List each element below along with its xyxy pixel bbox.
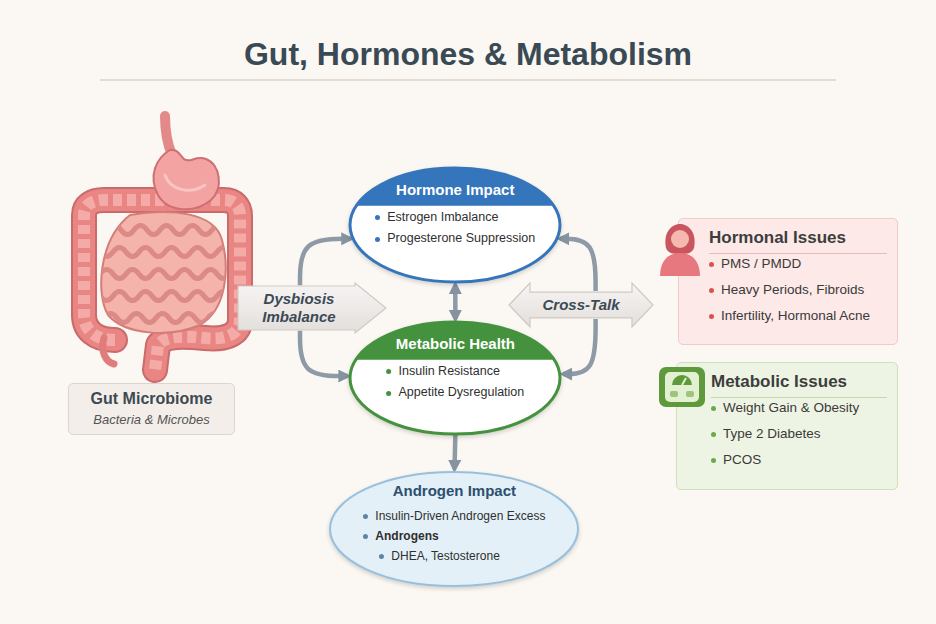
bullet-list: PMS / PMDD Heavy Periods, FibroidsInferti… bbox=[709, 256, 870, 325]
bullet-list: Weight Gain & ObesityType 2 DiabetesPCOS bbox=[711, 400, 859, 469]
node-heading: Metabolic Issues bbox=[711, 371, 887, 398]
text-block: Dysbiosis Imbalance bbox=[245, 290, 353, 326]
bullet-dot bbox=[375, 237, 380, 242]
hormone-ellipse: Hormone ImpactEstrogen ImbalanceProgeste… bbox=[348, 166, 562, 284]
stomach bbox=[154, 150, 219, 209]
bullet-text: DHEA, Testosterone bbox=[391, 549, 500, 564]
bullet-list: Estrogen ImbalanceProgesterone Suppressi… bbox=[375, 210, 535, 247]
bullet-dot bbox=[375, 215, 380, 220]
bullet-text: Estrogen Imbalance bbox=[387, 210, 498, 226]
bullet-dot bbox=[363, 514, 368, 519]
node-subtitle: Bacteria & Microbes bbox=[93, 412, 209, 428]
issues-box: Hormonal IssuesPMS / PMDD Heavy Periods, … bbox=[678, 218, 898, 345]
ellipse-fill bbox=[330, 472, 578, 586]
bullet-text: Androgens bbox=[375, 529, 438, 544]
title-rule bbox=[100, 79, 836, 81]
bullet-item: Infertility, Hormonal Acne bbox=[709, 308, 870, 325]
bullet-dot bbox=[709, 314, 714, 319]
bullet-dot bbox=[709, 262, 714, 267]
bullet-text: Insulin-Driven Androgen Excess bbox=[375, 509, 545, 524]
stomach-highlight bbox=[165, 175, 205, 190]
node-heading: Androgen Impact bbox=[393, 482, 516, 501]
bullet-item: Insulin-Driven Androgen Excess bbox=[363, 509, 545, 524]
ellipse-border bbox=[350, 168, 560, 282]
bullet-text: PCOS bbox=[723, 452, 761, 469]
text-block: Hormone ImpactEstrogen ImbalanceProgeste… bbox=[375, 181, 535, 247]
bullet-text: Insulin Resistance bbox=[399, 364, 500, 380]
bullet-item: Estrogen Imbalance bbox=[375, 210, 498, 226]
text-block: Androgen ImpactInsulin-Driven Androgen E… bbox=[363, 482, 545, 564]
bullet-text: Progesterone Suppression bbox=[387, 231, 535, 247]
bullet-dot bbox=[711, 458, 716, 463]
node-heading: Metabolic Health bbox=[396, 335, 515, 354]
bullet-list: Insulin ResistanceAppetite Dysregulation bbox=[387, 364, 525, 401]
issues-box: Metabolic IssuesWeight Gain & ObesityTyp… bbox=[676, 362, 898, 490]
bullet-item: Weight Gain & Obesity bbox=[711, 400, 859, 417]
bullet-item: Insulin Resistance bbox=[387, 364, 500, 380]
node-label: Dysbiosis Imbalance bbox=[245, 290, 353, 326]
bullet-item: PMS / PMDD bbox=[709, 256, 801, 273]
arrow-shape bbox=[238, 283, 386, 333]
connector-arrow bbox=[452, 435, 457, 469]
crosstalk-arrow: Cross-Talk bbox=[508, 282, 654, 328]
connector-arrow bbox=[453, 285, 458, 319]
scale-icon bbox=[658, 366, 706, 408]
ellipse-fill bbox=[350, 168, 560, 282]
metabolic-ellipse: Metabolic HealthInsulin ResistanceAppeti… bbox=[348, 320, 562, 436]
bullet-text: Heavy Periods, Fibroids bbox=[721, 282, 864, 299]
ellipse-border bbox=[350, 322, 560, 434]
bullet-dot bbox=[711, 406, 716, 411]
text-block: Gut MicrobiomeBacteria & Microbes bbox=[91, 389, 213, 428]
bullet-text: Weight Gain & Obesity bbox=[723, 400, 859, 417]
bullet-dot bbox=[363, 534, 368, 539]
colon-haustra bbox=[84, 200, 240, 370]
large-intestine bbox=[84, 200, 240, 370]
bullet-text: Infertility, Hormonal Acne bbox=[721, 308, 870, 325]
woman-icon bbox=[655, 221, 705, 277]
bullet-item: Progesterone Suppression bbox=[375, 231, 535, 247]
appendix bbox=[103, 338, 114, 364]
bullet-dot bbox=[711, 432, 716, 437]
node-heading: Gut Microbiome bbox=[91, 389, 213, 409]
text-block: Hormonal IssuesPMS / PMDD Heavy Periods, … bbox=[709, 227, 887, 325]
bullet-text: PMS / PMDD bbox=[721, 256, 801, 273]
bullet-item: PCOS bbox=[711, 452, 761, 469]
bullet-text: Type 2 Diabetes bbox=[723, 426, 821, 443]
bullet-item: Type 2 Diabetes bbox=[711, 426, 821, 443]
text-block: Metabolic IssuesWeight Gain & ObesityTyp… bbox=[711, 371, 887, 469]
ellipse-border bbox=[330, 472, 578, 586]
bullet-item: Androgens bbox=[363, 529, 438, 544]
bullet-dot bbox=[709, 288, 714, 293]
node-heading: Hormonal Issues bbox=[709, 227, 887, 254]
connector-arrow bbox=[300, 331, 347, 376]
bullet-item: Heavy Periods, Fibroids bbox=[709, 282, 864, 299]
connector-arrow bbox=[560, 239, 595, 291]
androgen-ellipse: Androgen ImpactInsulin-Driven Androgen E… bbox=[328, 470, 580, 588]
connector-arrow bbox=[563, 319, 595, 374]
bullet-dot bbox=[387, 391, 392, 396]
bullet-text: Appetite Dysregulation bbox=[399, 385, 525, 401]
bullet-dot bbox=[379, 554, 384, 559]
intestine-loops bbox=[100, 226, 230, 323]
bullet-dot bbox=[387, 369, 392, 374]
source-box: Gut MicrobiomeBacteria & Microbes bbox=[68, 383, 235, 435]
diagram-title: Gut, Hormones & Metabolism bbox=[0, 34, 936, 74]
text-block: Metabolic HealthInsulin ResistanceAppeti… bbox=[387, 335, 525, 401]
colon-outline bbox=[84, 200, 240, 370]
bullet-item: Appetite Dysregulation bbox=[387, 385, 525, 401]
connector-arrow bbox=[300, 239, 350, 285]
bullet-item: DHEA, Testosterone bbox=[379, 549, 500, 564]
bullet-list: Insulin-Driven Androgen ExcessAndrogensD… bbox=[363, 509, 545, 564]
process-arrow: Dysbiosis Imbalance bbox=[237, 282, 387, 334]
title-block: Gut, Hormones & Metabolism bbox=[0, 34, 936, 74]
text-block: Cross-Talk bbox=[543, 296, 620, 314]
node-label: Cross-Talk bbox=[543, 296, 620, 314]
ellipse-fill bbox=[350, 322, 560, 434]
arrow-shape bbox=[509, 283, 653, 327]
node-heading: Hormone Impact bbox=[396, 181, 514, 200]
gut-illustration bbox=[84, 116, 240, 370]
